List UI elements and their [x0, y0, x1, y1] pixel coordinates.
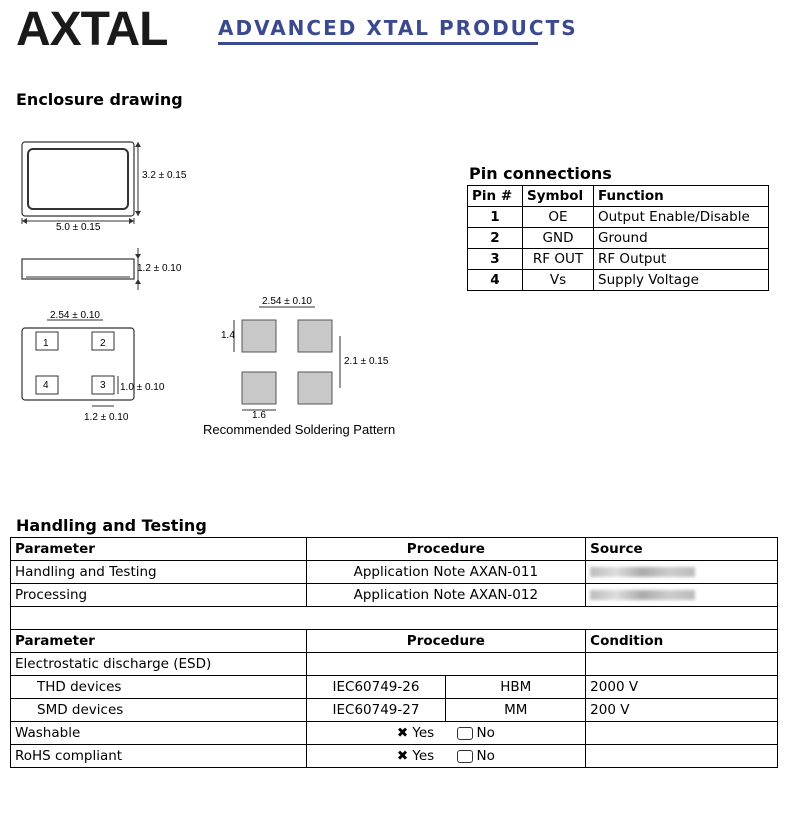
- brand-logo: AXTAL: [16, 2, 168, 57]
- checked-mark-icon: ✖: [396, 748, 409, 764]
- handling-header-row-2: Parameter Procedure Condition: [10, 629, 778, 653]
- handling-header-row: Parameter Procedure Source: [10, 537, 778, 561]
- pin-label-1: 1: [43, 338, 49, 349]
- pins-header-row: Pin # Symbol Function: [467, 185, 769, 207]
- spacer-row: [10, 606, 778, 630]
- source-redacted: [585, 583, 778, 607]
- unchecked-box-icon: [456, 726, 473, 740]
- table-row: Handling and Testing Application Note AX…: [10, 560, 778, 584]
- logo-text: AXTAL: [16, 3, 168, 56]
- dim-pad-width: 1.2 ± 0.10: [84, 412, 129, 423]
- table-row: SMD devices IEC60749-27 MM 200 V: [10, 698, 778, 722]
- handling-title: Handling and Testing: [16, 516, 207, 535]
- pin-label-3: 3: [100, 380, 106, 391]
- pins-header: Function: [593, 185, 769, 207]
- dim-thickness: 1.2 ± 0.10: [137, 263, 182, 274]
- enclosure-drawing: 3.2 ± 0.15 5.0 ± 0.15 1.2 ± 0.10 1 2 4 3…: [21, 141, 395, 437]
- brand-tagline: ADVANCED XTAL PRODUCTS: [218, 16, 578, 40]
- pin-label-2: 2: [100, 338, 106, 349]
- dim-pin-pitch: 2.54 ± 0.10: [50, 310, 100, 321]
- table-row: Washable ✖ Yes No: [10, 721, 778, 745]
- solder-pitch: 2.54 ± 0.10: [262, 296, 312, 307]
- solder-row-pitch: 2.1 ± 0.15: [344, 356, 389, 367]
- solder-pad-w: 1.6: [252, 410, 266, 421]
- unchecked-box-icon: [456, 749, 473, 763]
- solder-pad-h: 1.4: [221, 330, 235, 341]
- table-row: RoHS compliant ✖ Yes No: [10, 744, 778, 768]
- pins-header: Pin #: [467, 185, 523, 207]
- solder-caption: Recommended Soldering Pattern: [203, 422, 395, 437]
- dim-width: 5.0 ± 0.15: [56, 222, 101, 233]
- enclosure-title: Enclosure drawing: [16, 90, 183, 109]
- pins-title: Pin connections: [469, 164, 612, 183]
- pins-header: Symbol: [522, 185, 594, 207]
- tagline-underline: [218, 42, 538, 45]
- pin-label-4: 4: [43, 380, 49, 391]
- table-row: THD devices IEC60749-26 HBM 2000 V: [10, 675, 778, 699]
- dim-pad-height: 1.0 ± 0.10: [120, 382, 165, 393]
- table-row: Electrostatic discharge (ESD): [10, 652, 778, 676]
- table-row: Processing Application Note AXAN-012: [10, 583, 778, 607]
- checked-mark-icon: ✖: [396, 725, 409, 741]
- source-redacted: [585, 560, 778, 584]
- handling-table: Parameter Procedure Source Handling and …: [10, 537, 778, 768]
- dim-height: 3.2 ± 0.15: [142, 170, 187, 181]
